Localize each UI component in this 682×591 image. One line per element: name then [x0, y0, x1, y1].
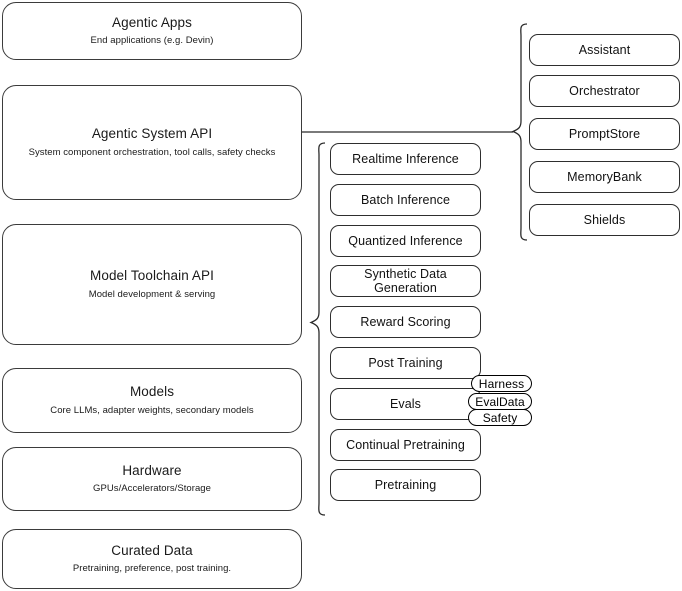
layer-subtitle: System component orchestration, tool cal…: [28, 146, 276, 158]
brace-model-toolchain-components: [309, 142, 326, 516]
component-box-continual-pretraining[interactable]: Continual Pretraining: [330, 429, 481, 461]
component-box-memorybank[interactable]: MemoryBank: [529, 161, 680, 193]
component-box-quantized-inference[interactable]: Quantized Inference: [330, 225, 481, 257]
layer-box-agentic-apps[interactable]: Agentic Apps End applications (e.g. Devi…: [2, 2, 302, 60]
brace-agentic-system-components: [511, 23, 528, 241]
layer-title: Curated Data: [111, 542, 193, 558]
badge-safety[interactable]: Safety: [468, 409, 532, 426]
badge-evaldata[interactable]: EvalData: [468, 393, 532, 410]
layer-subtitle: Pretraining, preference, post training.: [72, 563, 232, 575]
layer-title: Agentic Apps: [111, 14, 192, 30]
layer-title: Agentic System API: [91, 126, 213, 142]
component-box-evals[interactable]: Evals: [330, 388, 481, 420]
badge-harness[interactable]: Harness: [471, 375, 532, 392]
component-box-orchestrator[interactable]: Orchestrator: [529, 75, 680, 107]
component-box-synthetic-data-generation[interactable]: Synthetic Data Generation: [330, 265, 481, 297]
component-box-post-training[interactable]: Post Training: [330, 347, 481, 379]
layer-subtitle: Core LLMs, adapter weights, secondary mo…: [50, 404, 254, 416]
layer-box-model-toolchain-api[interactable]: Model Toolchain API Model development & …: [2, 224, 302, 345]
component-box-realtime-inference[interactable]: Realtime Inference: [330, 143, 481, 175]
layer-title: Model Toolchain API: [90, 268, 214, 284]
component-box-shields[interactable]: Shields: [529, 204, 680, 236]
layer-box-agentic-system-api[interactable]: Agentic System API System component orch…: [2, 85, 302, 200]
component-box-pretraining[interactable]: Pretraining: [330, 469, 481, 501]
component-box-reward-scoring[interactable]: Reward Scoring: [330, 306, 481, 338]
component-box-batch-inference[interactable]: Batch Inference: [330, 184, 481, 216]
layer-box-hardware[interactable]: Hardware GPUs/Accelerators/Storage: [2, 447, 302, 511]
layer-title: Hardware: [122, 462, 182, 478]
component-box-assistant[interactable]: Assistant: [529, 34, 680, 66]
layer-subtitle: End applications (e.g. Devin): [90, 35, 214, 47]
layer-title: Models: [129, 384, 175, 400]
layer-subtitle: Model development & serving: [88, 288, 216, 300]
layer-box-models[interactable]: Models Core LLMs, adapter weights, secon…: [2, 368, 302, 433]
layer-subtitle: GPUs/Accelerators/Storage: [93, 483, 211, 495]
layer-box-curated-data[interactable]: Curated Data Pretraining, preference, po…: [2, 529, 302, 589]
component-box-promptstore[interactable]: PromptStore: [529, 118, 680, 150]
